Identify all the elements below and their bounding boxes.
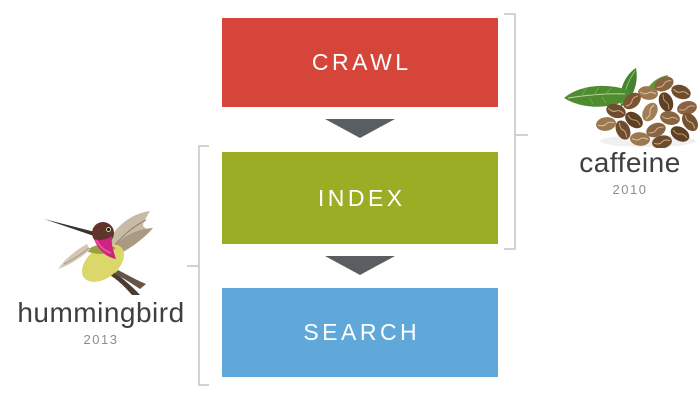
hummingbird-caption: hummingbird 2013 — [12, 297, 190, 347]
coffee-bean-cluster — [596, 76, 698, 148]
hummingbird-label: hummingbird — [17, 297, 185, 328]
caffeine-annotation: caffeine 2010 — [560, 54, 700, 197]
caffeine-year: 2010 — [612, 181, 648, 197]
down-arrow-icon — [325, 256, 395, 275]
coffee-beans-image — [564, 68, 698, 148]
caffeine-label: caffeine — [579, 147, 681, 178]
step-index-label: INDEX — [317, 184, 406, 211]
step-index: INDEX — [222, 152, 498, 244]
step-crawl-label: CRAWL — [311, 49, 412, 75]
hummingbird-image — [43, 211, 153, 295]
step-search-label: SEARCH — [303, 319, 421, 345]
step-search: SEARCH — [222, 288, 498, 377]
hummingbird-year: 2013 — [83, 331, 119, 347]
caffeine-caption: caffeine 2010 — [560, 147, 700, 197]
hummingbird-bracket — [187, 145, 209, 386]
step-crawl: CRAWL — [222, 18, 498, 107]
hummingbird-annotation: hummingbird 2013 — [12, 206, 190, 347]
down-arrow-icon — [325, 119, 395, 138]
caffeine-bracket — [504, 13, 528, 250]
